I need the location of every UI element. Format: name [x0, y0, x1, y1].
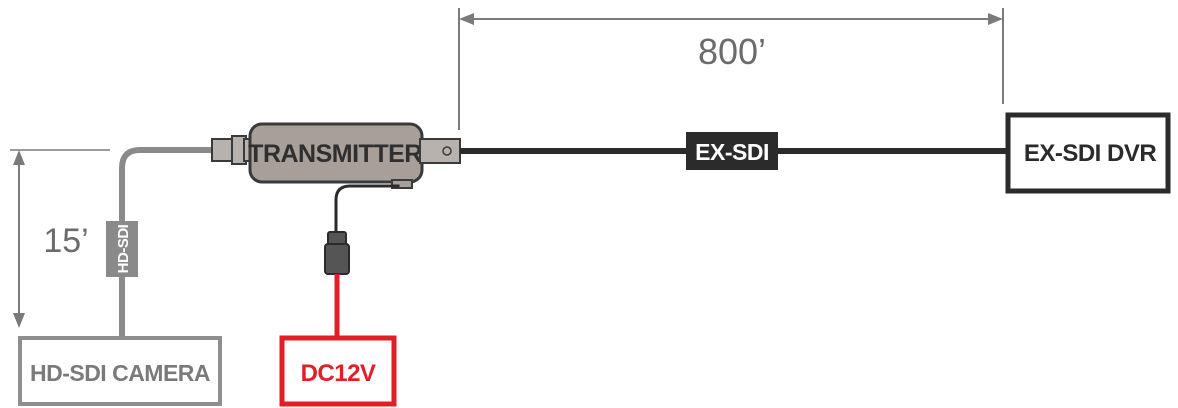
dc12v-label: DC12V — [301, 360, 376, 387]
power-cable — [324, 184, 400, 338]
distance-15-label: 15’ — [43, 222, 88, 260]
distance-15-dimension: 15’ — [10, 149, 110, 328]
arrowhead-down-icon — [13, 313, 25, 328]
distance-800-dimension: 800’ — [458, 8, 1004, 130]
distance-800-label: 800’ — [698, 31, 766, 72]
transmitter-label: TRANSMITTER — [248, 140, 422, 168]
ex-sdi-label: EX-SDI — [695, 139, 769, 165]
hd-sdi-label: HD-SDI — [115, 224, 132, 273]
camera-label: HD-SDI CAMERA — [30, 360, 210, 386]
hd-sdi-cable-line — [119, 147, 214, 336]
arrowhead-right-icon — [988, 13, 1003, 25]
ex-sdi-tag — [686, 132, 778, 170]
dvr-label: EX-SDI DVR — [1024, 140, 1157, 167]
transmitter: TRANSMITTER — [248, 122, 424, 189]
power-port — [391, 179, 413, 189]
hd-sdi-tag — [106, 221, 138, 277]
ex-sdi-cable: EX-SDI — [460, 132, 1006, 170]
power-plug-icon — [324, 231, 350, 275]
bnc-connector-left-icon — [211, 135, 253, 165]
bnc-connector-right-icon — [419, 138, 461, 164]
dvr-box — [1005, 112, 1171, 194]
hd-sdi-camera: HD-SDI CAMERA — [18, 336, 222, 406]
camera-box — [18, 336, 222, 406]
hd-sdi-cable: HD-SDI — [106, 147, 214, 336]
arrowhead-up-icon — [13, 150, 25, 165]
power-lead — [334, 184, 400, 236]
arrowhead-left-icon — [459, 13, 474, 25]
dc12v-supply: DC12V — [279, 335, 397, 407]
dc12v-box — [279, 335, 397, 407]
ex-sdi-dvr: EX-SDI DVR — [1005, 112, 1171, 194]
